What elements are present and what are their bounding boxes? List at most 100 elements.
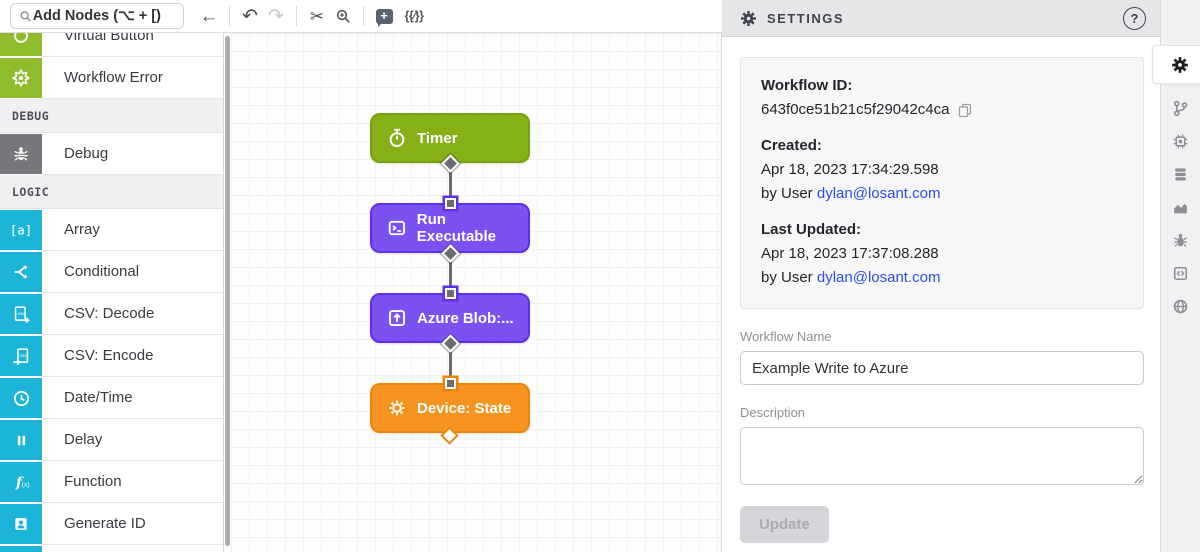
add-nodes-search[interactable]: [10, 3, 184, 29]
database-icon: [1174, 168, 1186, 181]
tab-storage[interactable]: [1160, 158, 1200, 191]
created-by-prefix: by User: [761, 185, 817, 202]
workflow-error-icon: [0, 58, 42, 98]
search-input[interactable]: [32, 8, 175, 24]
workflow-name-input[interactable]: [740, 351, 1144, 385]
sidebar-item-workflow-error[interactable]: Workflow Error: [0, 57, 223, 99]
bug-icon: [0, 134, 42, 174]
tab-metrics[interactable]: [1160, 191, 1200, 224]
sidebar-item-debug[interactable]: Debug: [0, 133, 223, 175]
node-icon: [0, 546, 42, 552]
description-textarea[interactable]: [740, 427, 1144, 485]
back-arrow-icon: ←: [199, 5, 219, 27]
sidebar-item-partial[interactable]: [0, 545, 223, 552]
sidebar-item-date-time[interactable]: Date/Time: [0, 377, 223, 419]
input-port-run-executable[interactable]: [444, 198, 456, 209]
svg-text:(x): (x): [22, 481, 30, 488]
virtual-button-icon: [0, 33, 42, 56]
function-icon: f (x): [0, 462, 42, 502]
sidebar-section-logic: LOGIC: [0, 175, 223, 209]
copy-icon[interactable]: [958, 103, 972, 118]
undo-icon: ↶: [242, 5, 258, 27]
device-gear-icon: [389, 400, 405, 416]
globe-icon: [1173, 299, 1187, 314]
canvas-toolbar: ← ↶ ↷ ✂ + {{⁄}}: [0, 0, 722, 33]
node-palette: Virtual Button Workflow Error DEBUG: [0, 33, 224, 552]
clock-icon: [0, 378, 42, 418]
updated-label: Last Updated:: [761, 221, 862, 238]
git-branch-icon: [1173, 100, 1187, 117]
settings-panel: SETTINGS ? Workflow ID: 643f0ce51b21c5f2…: [722, 0, 1160, 552]
toolbar-divider: [296, 6, 297, 26]
csv-encode-icon: .csv: [0, 336, 42, 376]
input-port-device-state[interactable]: [444, 378, 456, 389]
back-button[interactable]: ←: [196, 3, 222, 29]
code-brackets-icon: [1173, 267, 1187, 280]
redo-button[interactable]: ↷: [263, 3, 289, 29]
zoom-in-icon: [336, 9, 350, 23]
toolbar-divider: [363, 6, 364, 26]
redo-icon: ↷: [268, 5, 284, 27]
created-by-link[interactable]: dylan@losant.com: [816, 185, 941, 202]
settings-header: SETTINGS ?: [722, 0, 1160, 37]
sidebar-scrollbar[interactable]: [225, 36, 230, 546]
svg-text:.csv: .csv: [16, 311, 24, 316]
workflow-id-label: Workflow ID:: [761, 77, 853, 94]
node-azure-blob[interactable]: Azure Blob:...: [370, 293, 530, 343]
edge-azure-device: [448, 341, 452, 387]
tab-settings-active[interactable]: [1152, 45, 1200, 84]
undo-button[interactable]: ↶: [237, 3, 263, 29]
area-chart-icon: [1173, 203, 1187, 214]
workflow-info-card: Workflow ID: 643f0ce51b21c5f29042c4ca Cr…: [740, 57, 1144, 309]
svg-text:[a]: [a]: [11, 223, 31, 238]
cut-button[interactable]: ✂: [304, 3, 330, 29]
help-button[interactable]: ?: [1123, 6, 1146, 30]
edge-timer-runexe: [448, 161, 452, 207]
updated-by-prefix: by User: [761, 269, 817, 286]
svg-text:.csv: .csv: [18, 353, 26, 358]
sidebar-item-csv-decode[interactable]: .csv CSV: Decode: [0, 293, 223, 335]
updated-by-link[interactable]: dylan@losant.com: [816, 269, 941, 286]
input-port-azure-blob[interactable]: [444, 288, 456, 299]
tab-globals[interactable]: [1160, 290, 1200, 323]
update-button[interactable]: Update: [740, 506, 829, 543]
tab-custom-nodes[interactable]: [1160, 257, 1200, 290]
sidebar-item-generate-id[interactable]: Generate ID: [0, 503, 223, 545]
gear-icon: [1172, 56, 1188, 73]
workflow-canvas[interactable]: [231, 33, 722, 552]
tab-virtual-devices[interactable]: [1160, 125, 1200, 158]
array-icon: [a]: [0, 210, 42, 250]
node-label: Azure Blob:...: [417, 309, 514, 327]
search-icon: [20, 10, 31, 22]
upload-blob-icon: [389, 310, 405, 326]
sidebar-item-array[interactable]: [a] Array: [0, 209, 223, 251]
sidebar-item-delay[interactable]: Delay: [0, 419, 223, 461]
sidebar-item-virtual-button[interactable]: Virtual Button: [0, 33, 223, 57]
annotation-icon: +: [375, 8, 393, 27]
description-label: Description: [740, 405, 806, 420]
zoom-button[interactable]: [330, 3, 356, 29]
conditional-branch-icon: [0, 252, 42, 292]
workflow-name-label: Workflow Name: [740, 329, 832, 344]
node-device-state[interactable]: Device: State: [370, 383, 530, 433]
sidebar-section-debug: DEBUG: [0, 99, 223, 133]
scissors-icon: ✂: [309, 6, 325, 26]
node-label: Run Executable: [416, 211, 496, 245]
svg-text:f: f: [15, 475, 24, 491]
chip-icon: [1173, 134, 1187, 149]
created-label: Created:: [761, 137, 822, 154]
sidebar-item-conditional[interactable]: Conditional: [0, 251, 223, 293]
sidebar-item-function[interactable]: f (x) Function: [0, 461, 223, 503]
payload-template-button[interactable]: {{⁄}}: [397, 3, 431, 29]
add-annotation-button[interactable]: +: [371, 3, 397, 29]
sidebar-item-csv-encode[interactable]: .csv CSV: Encode: [0, 335, 223, 377]
terminal-icon: [388, 220, 405, 236]
id-badge-icon: [0, 504, 42, 544]
edge-runexe-azure: [448, 251, 452, 297]
csv-decode-icon: .csv: [0, 294, 42, 334]
workflow-id-value: 643f0ce51b21c5f29042c4ca: [761, 101, 950, 118]
tab-debug[interactable]: [1160, 224, 1200, 257]
question-icon: ?: [1130, 10, 1139, 26]
created-date: Apr 18, 2023 17:34:29.598: [761, 161, 939, 178]
tab-versions[interactable]: [1160, 92, 1200, 125]
